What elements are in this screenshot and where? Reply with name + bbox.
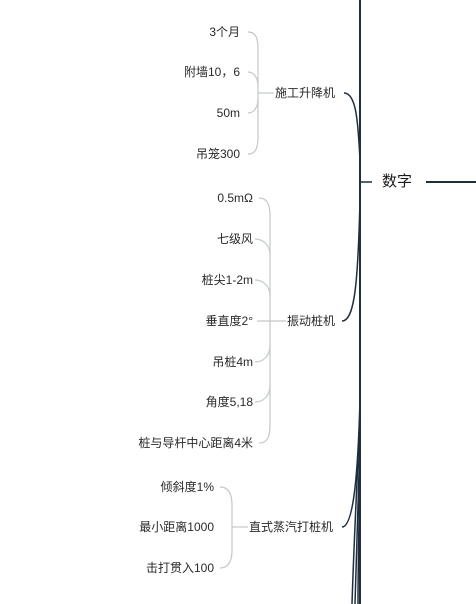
leaf-node[interactable]: 50m: [216, 106, 240, 120]
leaf-node[interactable]: 垂直度2°: [205, 314, 253, 328]
leaf-node[interactable]: 击打贯入100: [145, 561, 214, 575]
leaf-node[interactable]: 3个月: [209, 25, 240, 39]
leaf-node[interactable]: 角度5,18: [205, 395, 253, 409]
leaf-node[interactable]: 吊笼300: [195, 147, 240, 161]
leaf-node[interactable]: 七级风: [216, 232, 253, 246]
branch-node-vibratory-pile-driver[interactable]: 振动桩机: [286, 314, 337, 328]
branch-node-steam-pile-driver[interactable]: 直式蒸汽打桩机: [248, 520, 335, 534]
leaf-bracket-3: [219, 486, 248, 569]
leaf-bracket-2: [254, 197, 286, 444]
root-node[interactable]: 数字: [378, 173, 417, 191]
spine-tail-c: [357, 459, 361, 604]
branch-node-construction-hoist[interactable]: 施工升降机: [274, 86, 337, 100]
leaf-node[interactable]: 桩尖1-2m: [201, 273, 253, 287]
leaf-node[interactable]: 吊桩4m: [212, 355, 253, 369]
leaf-node[interactable]: 桩与导杆中心距离4米: [138, 436, 253, 450]
leaf-node[interactable]: 附墙10，6: [183, 65, 240, 79]
branch-curve-1: [343, 92, 361, 161]
leaf-bracket-1: [247, 31, 274, 155]
leaf-node[interactable]: 倾斜度1%: [160, 480, 214, 494]
leaf-node[interactable]: 0.5mΩ: [217, 191, 253, 205]
branch-curve-2: [341, 199, 361, 322]
leaf-node[interactable]: 最小距离1000: [139, 520, 214, 534]
branch-curve-3: [341, 399, 361, 528]
